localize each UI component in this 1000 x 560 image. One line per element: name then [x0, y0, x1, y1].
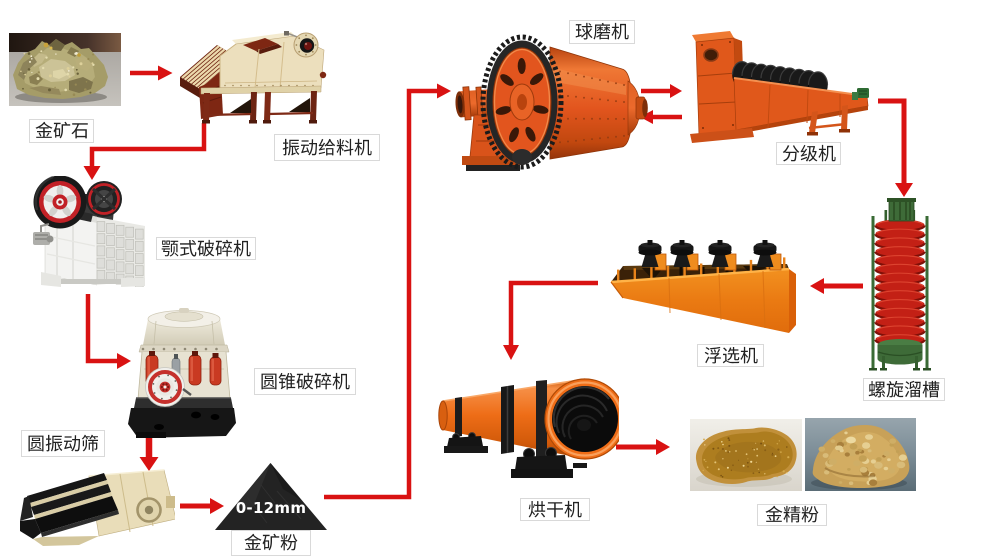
- triangle-shape: [215, 463, 327, 530]
- vibrating-feeder-illustration: [180, 31, 327, 124]
- vibrating-screen-illustration: [20, 469, 175, 546]
- label-vibrating-screen: 圆振动筛: [21, 430, 105, 457]
- label-glyphs-dryer: [528, 500, 582, 517]
- edge-dryer-to-concentrate: [616, 439, 670, 455]
- label-cone-crusher: 圆锥破碎机: [254, 368, 356, 395]
- label-dryer: 烘干机: [520, 498, 590, 521]
- edge-classifier-to-spiral-chute: [878, 98, 913, 197]
- edge-ball-mill-to-classifier: [641, 84, 682, 98]
- label-glyphs-cone-crusher: [261, 372, 350, 389]
- edge-powder-to-ball-mill: [324, 83, 451, 500]
- powder-size-text: 0-12mm: [235, 499, 307, 517]
- label-vibrating-feeder: 振动给料机: [274, 134, 380, 161]
- spiral-chute-illustration: [869, 198, 931, 371]
- gold-ore-powder-node: 0-12mm: [215, 463, 327, 530]
- label-glyphs-vibrating-feeder: [282, 138, 372, 155]
- edge-screen-to-powder: [180, 498, 224, 514]
- edge-classifier-to-ball-mill: [640, 110, 682, 124]
- edge-feeder-to-jaw-crusher: [83, 123, 207, 180]
- jaw-crusher-illustration: [33, 176, 145, 287]
- gold-concentrate-photo-right: [805, 418, 916, 491]
- label-glyphs-gold-concentrate: [765, 505, 819, 523]
- label-ball-mill: 球磨机: [569, 20, 635, 44]
- cone-crusher-illustration: [128, 308, 236, 438]
- label-gold-ore-powder: 金矿粉: [231, 530, 311, 556]
- flotation-machine-illustration: [610, 240, 796, 333]
- edge-flotation-to-dryer: [503, 280, 598, 360]
- edge-gold-ore-to-feeder: [130, 65, 173, 81]
- label-gold-ore: 金矿石: [29, 119, 94, 143]
- label-jaw-crusher: 颚式破碎机: [156, 237, 256, 260]
- label-glyphs-ball-mill: [575, 22, 629, 40]
- label-glyphs-gold-ore: [35, 121, 88, 139]
- ball-mill-illustration: [455, 34, 648, 171]
- label-glyphs-gold-ore-powder: [244, 533, 298, 551]
- label-glyphs-classifier: [782, 144, 836, 161]
- edge-cone-to-screen: [139, 437, 159, 471]
- label-glyphs-spiral-chute: [868, 380, 940, 397]
- gold-ore-photo: [9, 33, 121, 106]
- label-classifier: 分级机: [776, 142, 841, 165]
- edge-jaw-to-cone-crusher: [85, 294, 131, 369]
- label-gold-concentrate: 金精粉: [757, 504, 827, 526]
- edge-spiral-chute-to-flotation: [810, 278, 863, 294]
- classifier-illustration: [690, 31, 869, 143]
- label-flotation-machine: 浮选机: [697, 344, 764, 367]
- dryer-illustration: [438, 378, 619, 478]
- label-spiral-chute: 螺旋溜槽: [863, 378, 945, 401]
- label-glyphs-flotation-machine: [704, 346, 758, 363]
- label-glyphs-jaw-crusher: [161, 239, 251, 256]
- label-glyphs-vibrating-screen: [28, 434, 98, 451]
- gold-concentrate-photo-left: [690, 419, 802, 491]
